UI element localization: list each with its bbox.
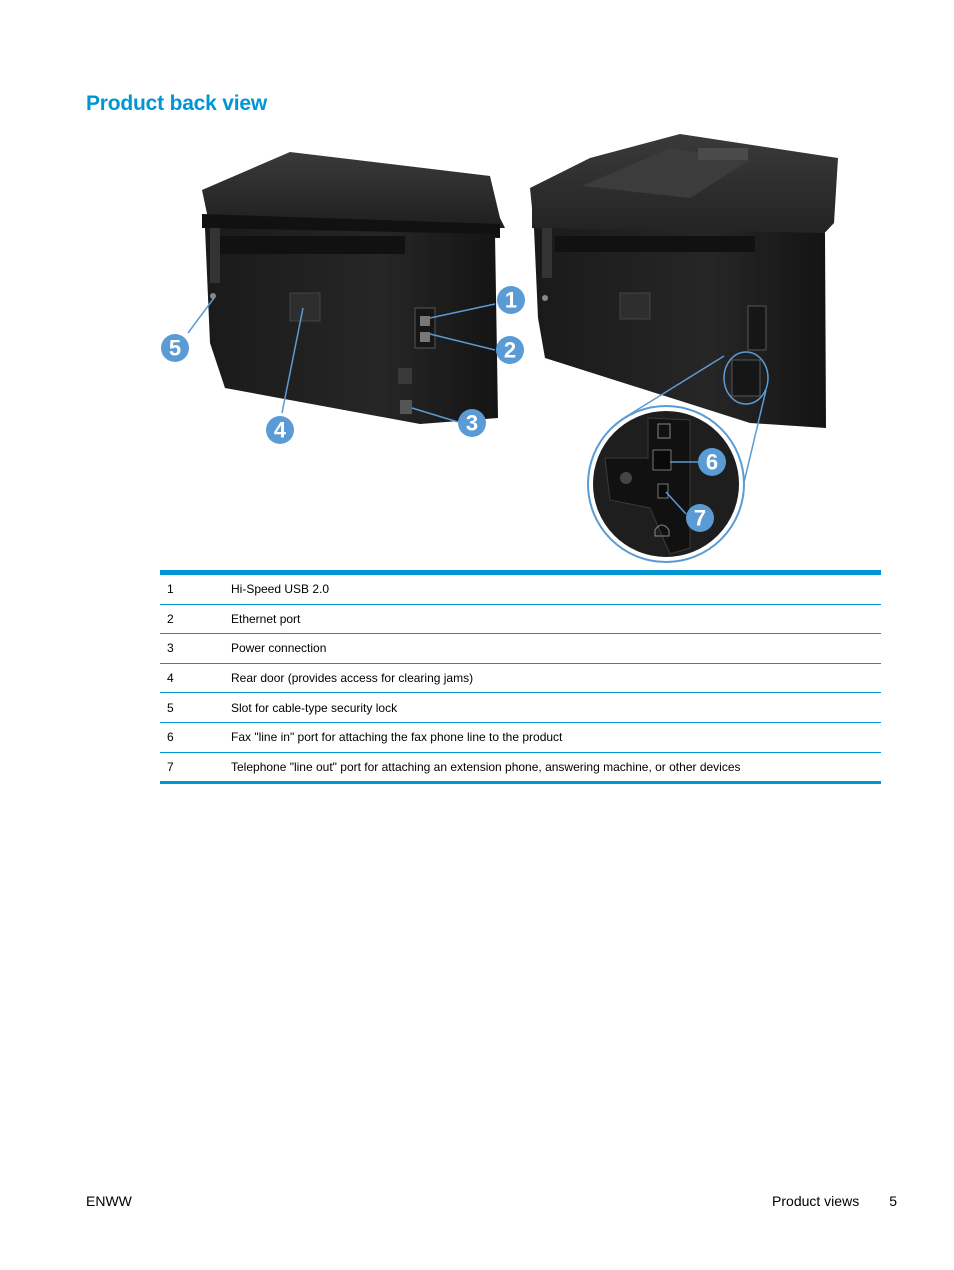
callout-4: 4 (266, 416, 294, 444)
footer-doc-code: ENWW (86, 1193, 132, 1209)
svg-text:7: 7 (694, 506, 706, 531)
table-row: 7 Telephone "line out" port for attachin… (160, 752, 881, 783)
callout-description: Hi-Speed USB 2.0 (224, 572, 881, 605)
page-title: Product back view (86, 92, 267, 115)
printer-left-image (202, 152, 505, 424)
callout-description: Power connection (224, 633, 881, 664)
printer-back-view-figure: 1 2 3 4 5 6 7 (161, 134, 838, 563)
svg-text:5: 5 (169, 336, 181, 361)
table-row: 1 Hi-Speed USB 2.0 (160, 572, 881, 605)
callout-6: 6 (698, 448, 726, 476)
svg-text:1: 1 (505, 288, 517, 313)
table-row: 5 Slot for cable-type security lock (160, 692, 881, 723)
callout-1: 1 (497, 286, 525, 314)
svg-text:3: 3 (466, 411, 478, 436)
printer-right-image (530, 134, 838, 428)
callout-description: Fax "line in" port for attaching the fax… (224, 722, 881, 753)
table-row: 4 Rear door (provides access for clearin… (160, 663, 881, 694)
table-row: 3 Power connection (160, 633, 881, 664)
callout-legend-table: 1 Hi-Speed USB 2.0 2 Ethernet port 3 Pow… (160, 570, 881, 785)
svg-text:2: 2 (504, 338, 516, 363)
callout-3: 3 (458, 409, 486, 437)
callout-2: 2 (496, 336, 524, 364)
svg-text:6: 6 (706, 450, 718, 475)
callout-number: 1 (160, 572, 224, 605)
callout-number: 4 (160, 663, 224, 694)
callout-5: 5 (161, 334, 189, 362)
callout-description: Telephone "line out" port for attaching … (231, 759, 741, 774)
table-row: 6 Fax "line in" port for attaching the f… (160, 722, 881, 753)
footer-section-title: Product views (772, 1193, 860, 1209)
callout-description: Slot for cable-type security lock (224, 692, 881, 723)
callout-description: Rear door (provides access for clearing … (224, 663, 881, 694)
footer-right: Product views 5 (772, 1193, 897, 1209)
callout-number: 3 (160, 633, 224, 664)
table-row: 2 Ethernet port (160, 604, 881, 635)
svg-text:4: 4 (274, 418, 287, 443)
callout-7: 7 (686, 504, 714, 532)
fax-ports-zoom-image (587, 355, 767, 563)
callout-number: 5 (160, 692, 224, 723)
callout-number: 7 (167, 759, 174, 774)
callout-leader-lines (187, 297, 698, 515)
callout-description: Ethernet port (224, 604, 881, 635)
callout-number: 6 (160, 722, 224, 753)
page-number: 5 (889, 1193, 897, 1209)
callout-number: 2 (160, 604, 224, 635)
